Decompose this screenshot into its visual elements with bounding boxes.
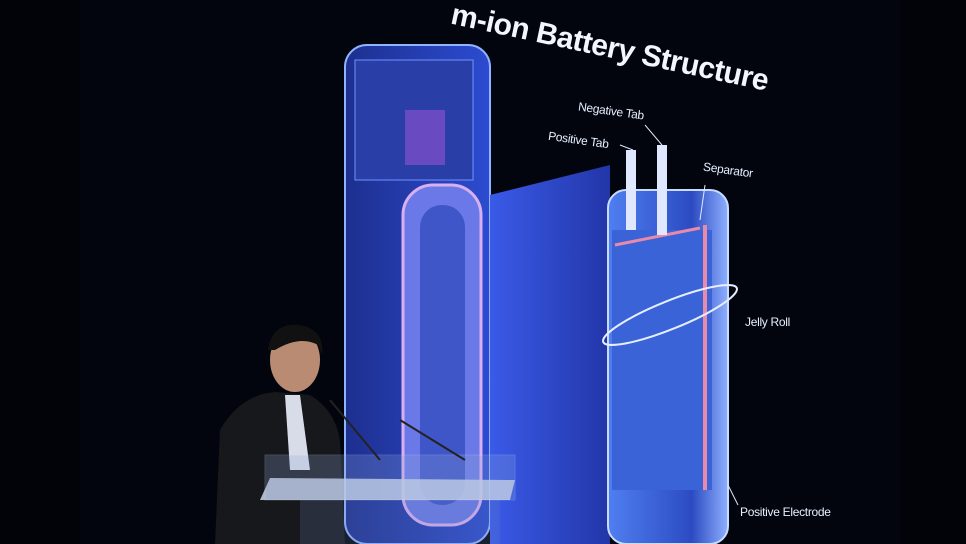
glass-podium [260, 399, 516, 544]
label-jelly-roll: Jelly Roll [745, 315, 791, 329]
speaker-figure [215, 324, 345, 544]
battery-cross-section-panel [490, 165, 610, 544]
battery-cell-illustration [602, 124, 739, 544]
label-positive-electrode: Positive Electrode [740, 505, 831, 519]
